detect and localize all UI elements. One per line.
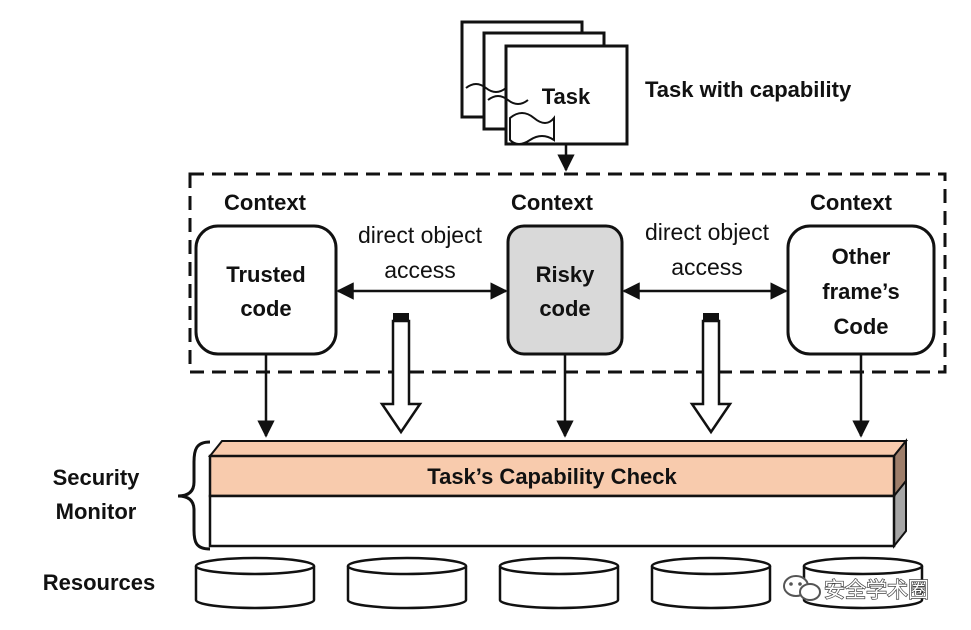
resource-disk xyxy=(650,556,772,610)
watermark: 安全学术圈 xyxy=(783,575,930,603)
task-document-stack-icon xyxy=(460,20,629,146)
resource-disk xyxy=(498,556,620,610)
watermark-text: 安全学术圈 xyxy=(824,578,929,602)
task-caption: Task with capability xyxy=(645,77,852,102)
context-header-trusted: Context xyxy=(224,190,307,215)
access-label-right-line2: access xyxy=(671,254,743,280)
intercept-arrow-left-icon xyxy=(379,313,423,435)
capability-check-band xyxy=(208,454,896,498)
resource-disk xyxy=(802,556,924,610)
access-label-left-line2: access xyxy=(384,257,456,283)
other-code-line1: Other xyxy=(832,244,891,269)
security-monitor-slab xyxy=(207,438,909,549)
security-monitor-label-line1: Security xyxy=(53,465,141,490)
monitor-lower-band xyxy=(208,494,896,548)
capability-check-label: Task’s Capability Check xyxy=(427,464,677,489)
context-frame xyxy=(188,172,947,374)
resource-disk xyxy=(194,556,316,610)
resource-disk xyxy=(346,556,468,610)
security-monitor-brace-icon xyxy=(177,440,211,551)
context-header-risky: Context xyxy=(511,190,594,215)
wechat-logo-icon xyxy=(783,575,821,601)
risky-code-box: Risky code xyxy=(506,224,624,356)
risky-code-line2: code xyxy=(539,296,590,321)
trusted-code-line2: code xyxy=(240,296,291,321)
other-frame-code-box: Other frame’s Code xyxy=(786,224,936,356)
risky-code-line1: Risky xyxy=(536,262,595,287)
other-code-line2: frame’s xyxy=(822,279,899,304)
task-doc-label: Task xyxy=(542,84,591,109)
access-label-right-line1: direct object xyxy=(645,219,770,245)
context-header-other: Context xyxy=(810,190,893,215)
resource-disks xyxy=(194,556,924,610)
trusted-code-box: Trusted code xyxy=(194,224,338,356)
other-code-line3: Code xyxy=(834,314,889,339)
resources-label: Resources xyxy=(43,570,156,595)
security-monitor-label-line2: Monitor xyxy=(56,499,137,524)
access-label-left-line1: direct object xyxy=(358,222,483,248)
trusted-code-line1: Trusted xyxy=(226,262,305,287)
intercept-arrow-right-icon xyxy=(689,313,733,435)
